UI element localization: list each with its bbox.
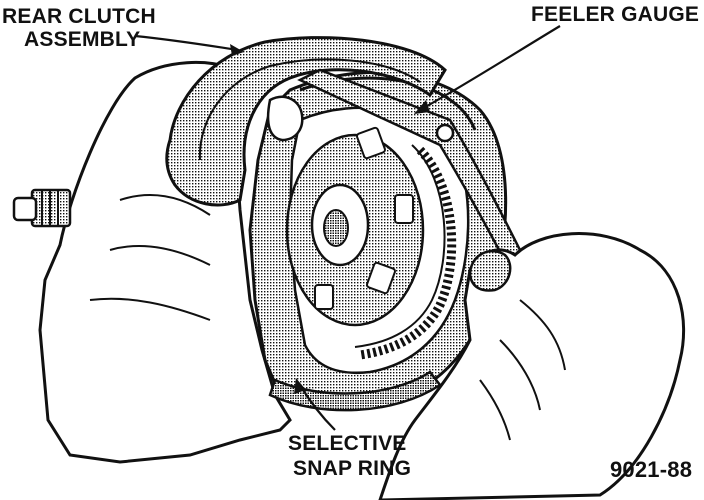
rear-clutch-assembly: [165, 36, 447, 207]
selective-snap-ring-label-line1: SELECTIVE: [288, 432, 407, 455]
leader-rear-clutch: [134, 34, 239, 52]
hub-center: [323, 209, 349, 247]
gear-teeth-ring: [359, 146, 457, 360]
gear-ring-edge: [354, 144, 446, 348]
hub-windows: [314, 126, 414, 310]
right-thumb: [468, 249, 512, 292]
figure-number: 9021-88: [610, 457, 693, 482]
arrowhead-feeler-gauge: [414, 100, 430, 114]
left-hand-knuckles: [89, 194, 211, 321]
arrowhead-snap-ring: [294, 378, 306, 394]
selective-snap-ring-label-line2: SNAP RING: [293, 457, 412, 480]
rear-clutch-label-line2: ASSEMBLY: [24, 28, 141, 51]
right-hand: [378, 232, 686, 500]
rear-clutch-label-line1: REAR CLUTCH: [2, 5, 156, 28]
feeler-gauge-label: FEELER GAUGE: [531, 3, 700, 26]
right-hand-folds: [479, 299, 566, 441]
leader-feeler-gauge: [419, 25, 561, 111]
feeler-gauge-pivot: [435, 123, 455, 143]
rear-clutch-rim: [198, 58, 421, 161]
leader-arrowheads: [230, 44, 430, 394]
arrowhead-rear-clutch: [230, 44, 244, 56]
left-fingertip: [266, 95, 304, 142]
input-shaft: [12, 188, 72, 228]
